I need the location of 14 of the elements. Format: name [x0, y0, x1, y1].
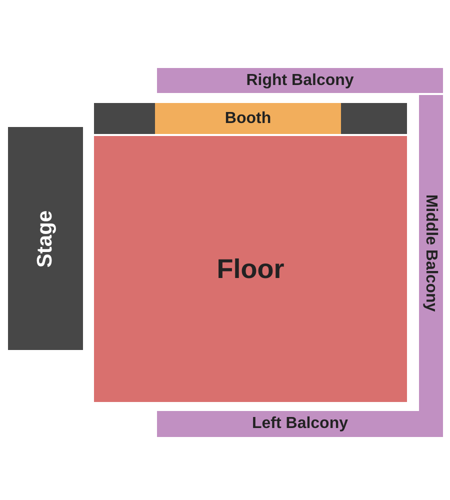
stage-block [8, 127, 83, 350]
section-label: Stage [34, 210, 58, 268]
blocked-area [94, 103, 155, 134]
section-label: Right Balcony [246, 72, 354, 90]
balcony-section [157, 68, 443, 93]
floor-section [94, 136, 407, 402]
blocked-area [341, 103, 407, 134]
balcony-section [419, 95, 443, 411]
balcony-section [157, 411, 443, 437]
section-label: Left Balcony [252, 415, 348, 433]
section-label: Floor [216, 254, 284, 284]
booth-section [155, 103, 341, 134]
section-label: Booth [224, 110, 272, 128]
section-label: Middle Balcony [422, 194, 440, 312]
